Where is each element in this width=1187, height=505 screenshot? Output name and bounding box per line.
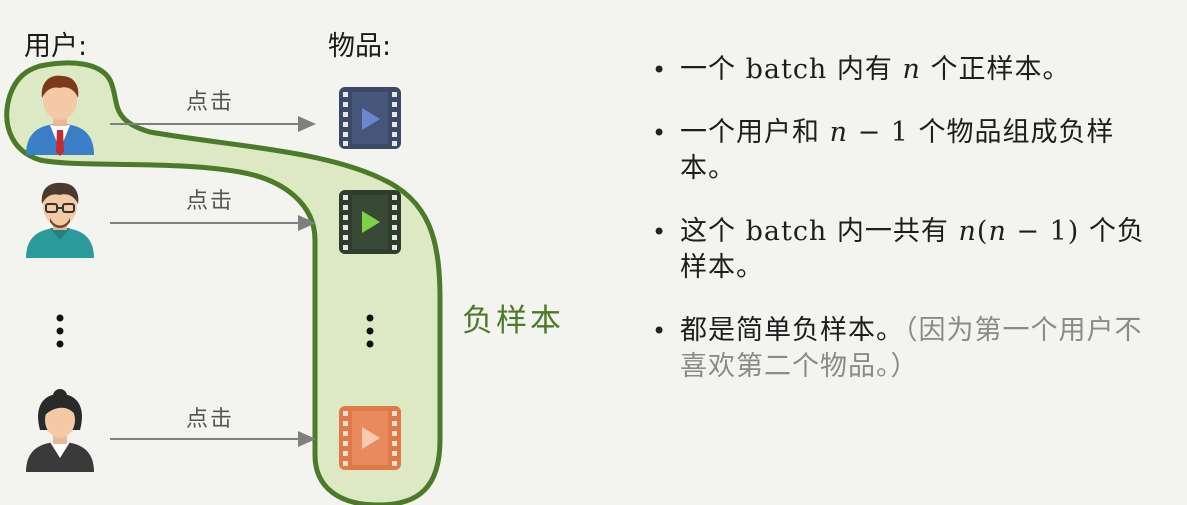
negative-sample-lasso: [4, 60, 443, 505]
click-label: 点击: [186, 189, 235, 214]
math-variable: n: [988, 216, 1007, 247]
item-ellipsis: [366, 314, 374, 348]
bullet-item: 这个 batch 内一共有 n(n − 1) 个负样本。: [650, 214, 1170, 286]
negative-sample-label: 负样本: [462, 303, 564, 339]
click-label: 点击: [186, 90, 235, 115]
bullet-text: − 1) 个负样本。: [680, 216, 1145, 283]
video-item-icon: [339, 87, 401, 149]
bullet-item: 一个用户和 n − 1 个物品组成负样本。: [650, 115, 1170, 187]
video-item-icon: [339, 406, 401, 470]
users-header: 用户:: [24, 31, 88, 62]
user-ellipsis: [56, 314, 64, 348]
man-red-tie-icon: [26, 75, 94, 156]
math-variable: n: [958, 216, 977, 247]
items-header: 物品:: [328, 31, 392, 62]
bullet-text: − 1 个物品组成负样本。: [680, 117, 1115, 184]
bullet-text: （因为第一个用户不喜欢第二个物品。）: [680, 315, 1143, 382]
man-glasses-icon: [26, 182, 94, 258]
bullet-list: 一个 batch 内有 n 个正样本。一个用户和 n − 1 个物品组成负样本。…: [650, 52, 1170, 412]
bullet-text: (: [976, 216, 989, 247]
woman-icon: [26, 389, 94, 472]
bullet-text: 这个 batch 内一共有: [680, 216, 959, 247]
math-variable: n: [829, 117, 848, 148]
click-label: 点击: [186, 407, 235, 432]
diagram-canvas: [4, 60, 443, 505]
math-variable: n: [902, 54, 921, 85]
video-item-icon: [339, 190, 401, 254]
bullet-text: 一个用户和: [680, 117, 830, 148]
bullet-text: 都是简单负样本。: [680, 315, 904, 346]
bullet-text: 个正样本。: [920, 54, 1071, 85]
bullet-item: 都是简单负样本。（因为第一个用户不喜欢第二个物品。）: [650, 313, 1170, 385]
bullet-text: 一个 batch 内有: [680, 54, 903, 85]
bullet-item: 一个 batch 内有 n 个正样本。: [650, 52, 1170, 88]
